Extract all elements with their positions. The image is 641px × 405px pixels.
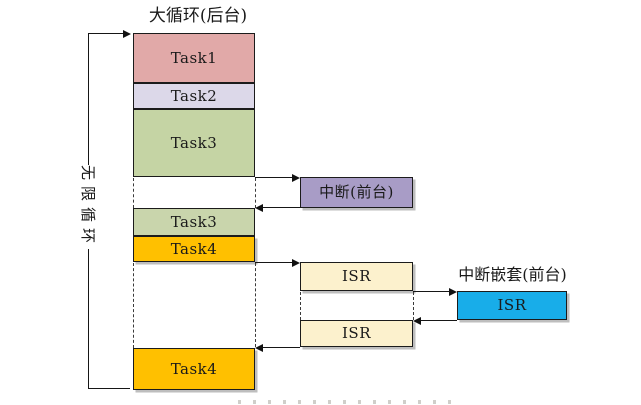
task-column-dashed-right-1 (255, 178, 256, 208)
task3-resumed-box: Task3 (133, 208, 255, 236)
arrow-isr-to-task4-line (262, 347, 300, 348)
nested-isr-box: ISR (457, 291, 567, 320)
arrow-task3-to-interrupt-head-icon (292, 174, 300, 182)
arrow-task4-to-isr-line (255, 262, 293, 263)
loop-bracket-bottom-line (88, 388, 130, 389)
arrow-interrupt-to-task3-head-icon (255, 204, 263, 212)
task4-box: Task4 (133, 236, 255, 262)
arrow-task4-to-isr-head-icon (292, 259, 300, 267)
loop-bracket-top-line (88, 33, 124, 34)
isr-column-dashed-left (300, 292, 301, 320)
nested-interrupt-title: 中断嵌套(前台) (458, 265, 567, 284)
isr-box-2: ISR (300, 320, 413, 347)
arrow-nested-to-isr-head-icon (413, 317, 421, 325)
arrow-isr-to-nested-head-icon (449, 288, 457, 296)
arrow-isr-to-task4-head-icon (255, 344, 263, 352)
task-column-dashed-right-2 (255, 263, 256, 347)
task3-box: Task3 (133, 109, 255, 177)
loop-top-arrowhead-icon (123, 30, 131, 38)
big-loop-title: 大循环(后台) (148, 6, 248, 26)
isr-box-1: ISR (300, 262, 413, 291)
task4-resumed-box: Task4 (133, 348, 255, 390)
cropped-caption-remnant (238, 400, 463, 404)
infinite-loop-label: 无限循环 (79, 165, 97, 250)
arrow-nested-to-isr-line (420, 320, 457, 321)
task1-box: Task1 (133, 33, 255, 83)
isr-column-dashed-right (413, 292, 414, 320)
task2-box: Task2 (133, 83, 255, 109)
arrow-task3-to-interrupt-line (255, 177, 293, 178)
task-column-dashed-left-1 (133, 178, 134, 208)
arrow-interrupt-to-task3-line (262, 207, 300, 208)
foreground-interrupt-box: 中断(前台) (300, 177, 413, 208)
arrow-isr-to-nested-line (413, 291, 450, 292)
task-column-dashed-left-2 (133, 263, 134, 348)
